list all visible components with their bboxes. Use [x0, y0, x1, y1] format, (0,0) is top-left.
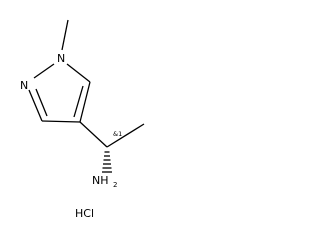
chemical-structure: N N &1 NH 2 HCl [20, 19, 145, 220]
bond-c4-c5-b [73, 85, 84, 118]
bond-n1-n2 [33, 63, 55, 79]
bond-chiral-methyl [106, 123, 145, 148]
bond-c3-c4 [41, 120, 81, 123]
bond-c4-c5-a [79, 81, 91, 123]
bond-c4-chiral [79, 121, 108, 148]
bond-layer [28, 19, 145, 173]
hashed-wedge-bond [102, 151, 112, 173]
amine-label: NH [92, 174, 109, 187]
salt-label: HCl [75, 207, 94, 220]
bond-n1-c5 [66, 63, 91, 83]
bond-methyl-n1 [61, 19, 69, 51]
amine-subscript: 2 [113, 181, 117, 189]
stereo-flag-label: &1 [113, 130, 122, 138]
bond-n2-c3-b [35, 88, 48, 117]
bond-n2-c3-a [28, 89, 43, 122]
atom-label-n2: N [20, 79, 28, 92]
atom-label-n1: N [57, 52, 65, 65]
